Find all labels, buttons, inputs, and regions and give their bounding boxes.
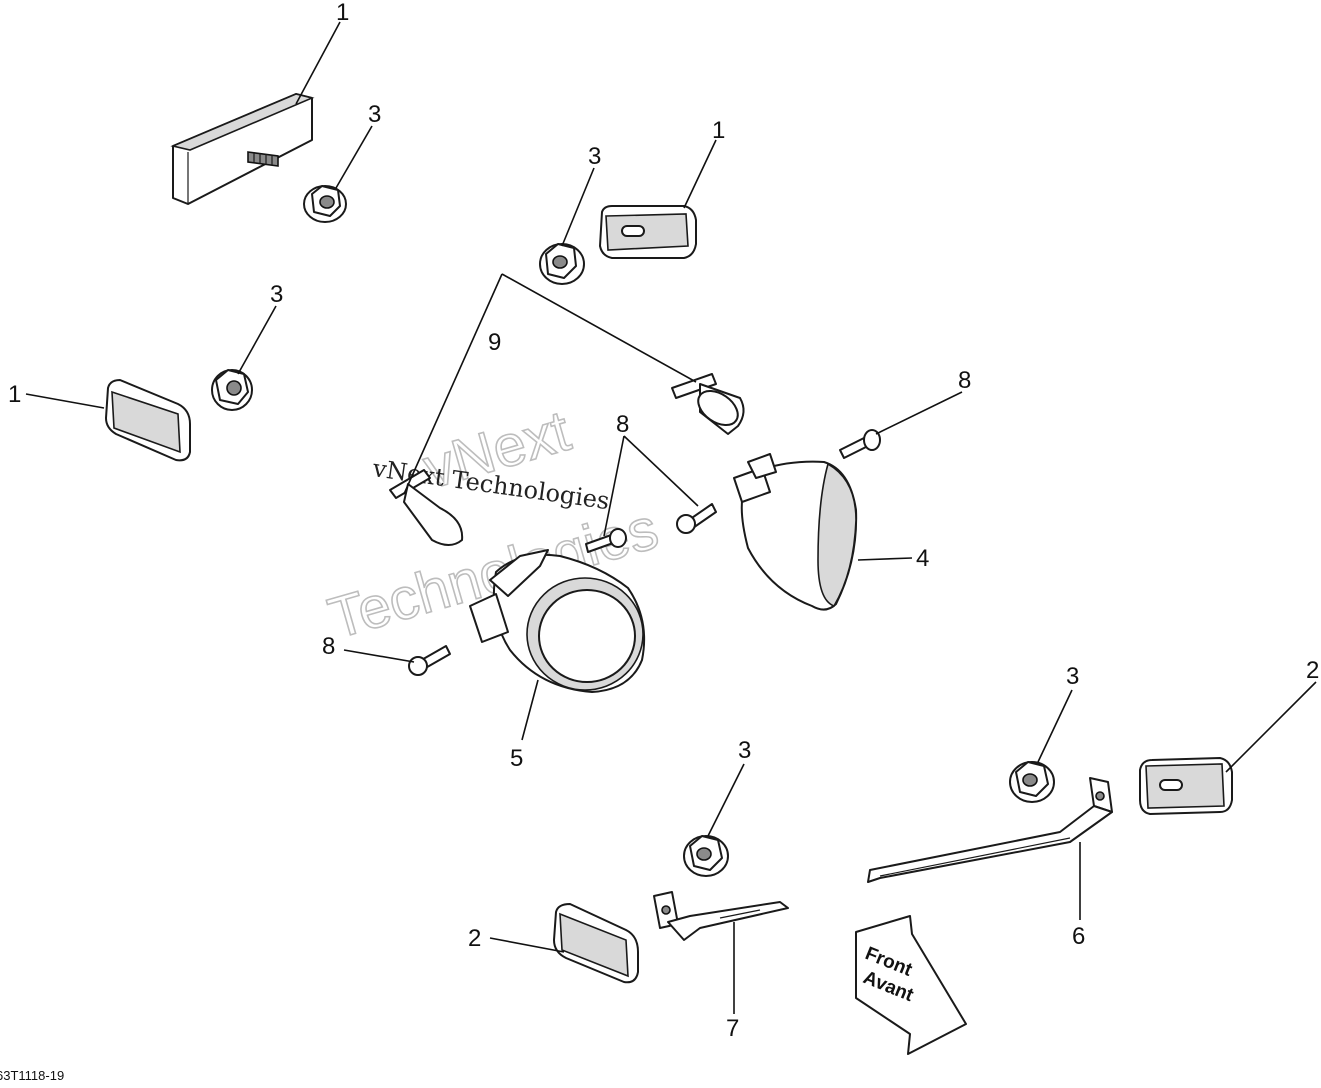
leader-lines xyxy=(25,21,1317,1014)
callout-1: 1 xyxy=(8,381,21,408)
callout-2: 2 xyxy=(468,925,481,952)
callout-6: 6 xyxy=(1072,923,1085,950)
direction-arrow: Front Avant xyxy=(855,915,967,1055)
reflector-bottom-part xyxy=(553,903,639,984)
callout-1: 1 xyxy=(712,117,725,144)
flange-nut-icon xyxy=(303,185,347,223)
screw-icon xyxy=(585,528,627,553)
callout-5: 5 xyxy=(510,745,523,772)
callout-8: 8 xyxy=(958,367,971,394)
callout-9: 9 xyxy=(488,329,501,356)
callout-1: 1 xyxy=(336,0,349,26)
callout-8: 8 xyxy=(322,633,335,660)
flange-nut-icon xyxy=(1009,761,1055,803)
figure-code: 63T1118-19 xyxy=(0,1068,64,1083)
reflector-small-part xyxy=(599,205,697,259)
reflector-left-part xyxy=(105,379,191,462)
bulb-left-part xyxy=(389,469,464,546)
flange-nut-icon xyxy=(683,835,729,877)
callout-3: 3 xyxy=(270,281,283,308)
reflector-plate-part xyxy=(170,93,315,205)
fog-lamp-center-part xyxy=(469,549,646,693)
callout-3: 3 xyxy=(588,143,601,170)
screw-icon xyxy=(839,429,881,459)
flange-nut-icon xyxy=(539,243,585,285)
callout-3: 3 xyxy=(368,101,381,128)
bulb-right-part xyxy=(671,373,745,435)
callout-8: 8 xyxy=(616,411,629,438)
stud-icon xyxy=(247,151,279,167)
callout-4: 4 xyxy=(916,545,929,572)
callout-3: 3 xyxy=(1066,663,1079,690)
callout-7: 7 xyxy=(726,1015,739,1042)
flange-nut-icon xyxy=(211,369,253,411)
callout-3: 3 xyxy=(738,737,751,764)
callout-2: 2 xyxy=(1306,657,1319,684)
fog-lamp-right-part xyxy=(733,453,858,611)
callout-numbers: 1 3 1 3 3 1 9 8 8 8 4 5 3 2 3 6 7 2 xyxy=(8,0,1319,1042)
screw-icon xyxy=(408,645,451,676)
screw-icon xyxy=(676,503,717,534)
reflector-right-part xyxy=(1139,757,1233,815)
bracket-short-part xyxy=(653,891,789,941)
bracket-long-part xyxy=(867,777,1113,883)
